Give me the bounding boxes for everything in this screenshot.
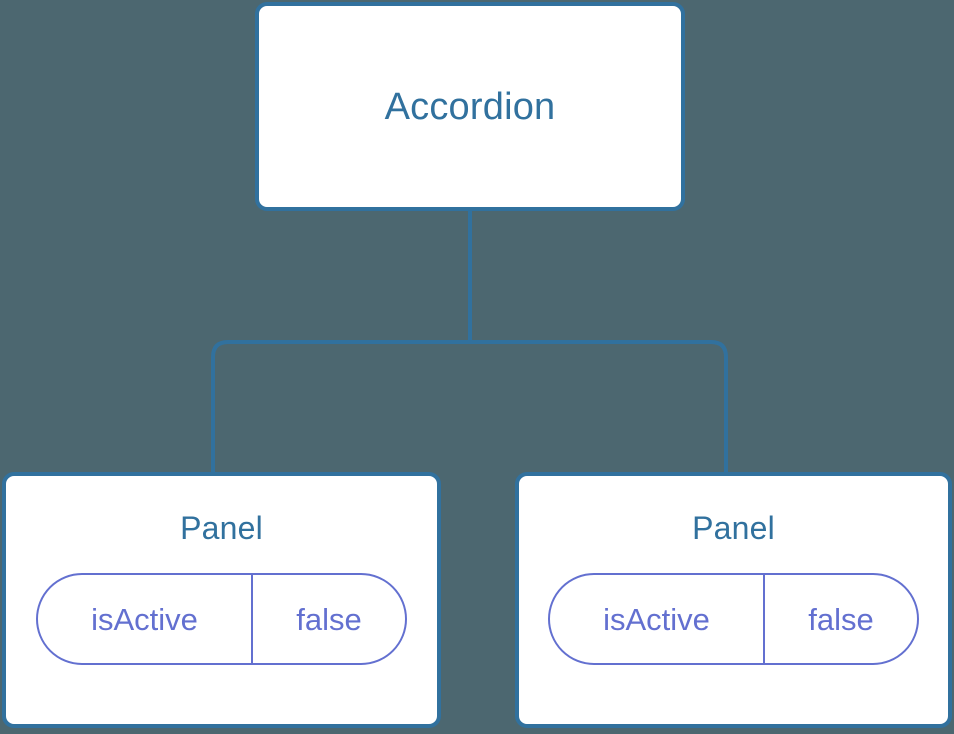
node-panel-left[interactable]: Panel isActive false: [2, 472, 441, 728]
node-panel-right[interactable]: Panel isActive false: [515, 472, 952, 728]
state-key-left: isActive: [38, 575, 253, 663]
state-value-left: false: [296, 601, 362, 637]
node-panel-right-label: Panel: [692, 510, 775, 546]
edge-branch-right: [470, 340, 728, 474]
state-key-right: isActive: [550, 575, 765, 663]
state-badge-right: isActive false: [548, 573, 919, 665]
node-accordion-label: Accordion: [384, 85, 556, 128]
state-value-right: false: [808, 601, 874, 637]
node-panel-left-label: Panel: [180, 510, 263, 546]
node-accordion[interactable]: Accordion: [255, 2, 685, 211]
state-badge-left: isActive false: [36, 573, 407, 665]
edge-branch-left: [211, 340, 470, 474]
